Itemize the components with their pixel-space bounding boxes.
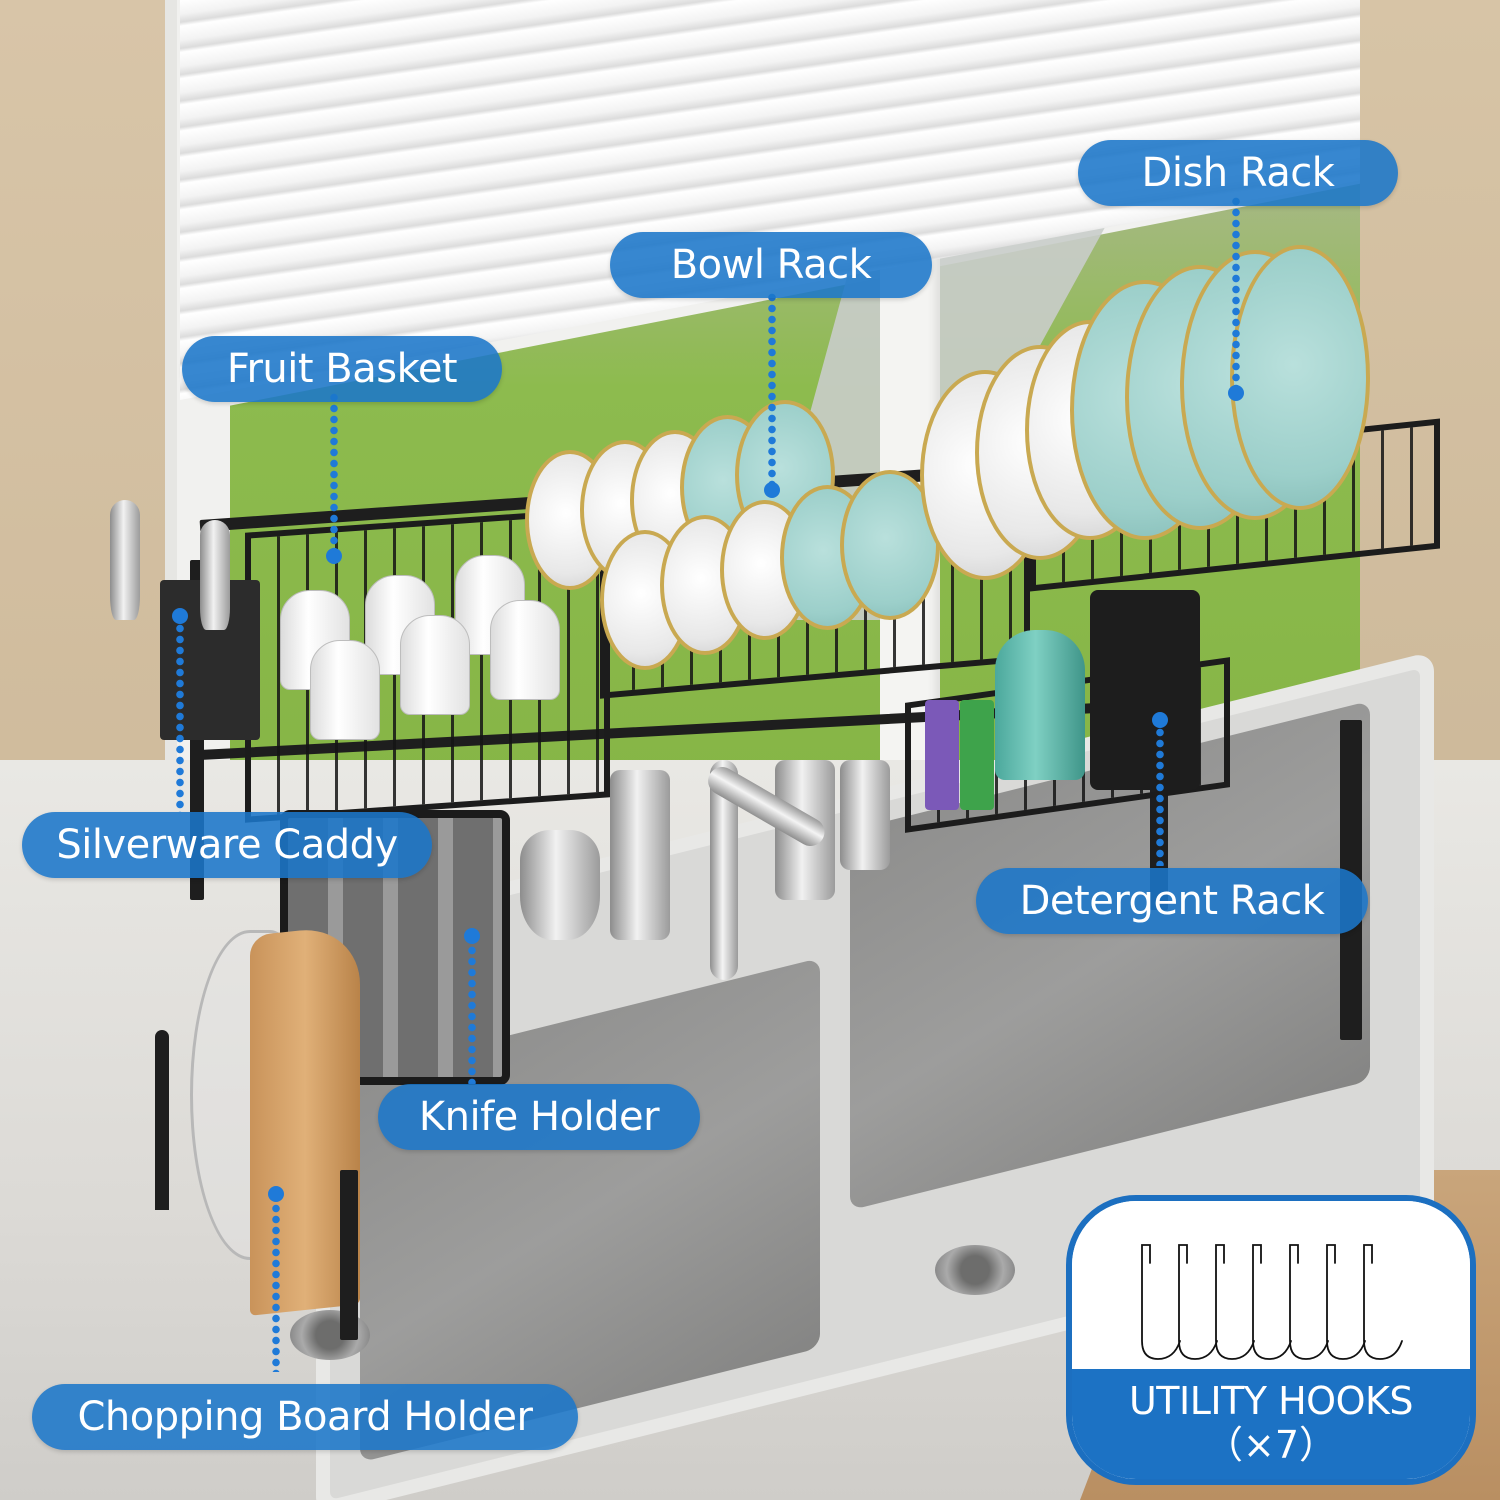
plate (1230, 245, 1370, 510)
knife-holder-callout: Knife Holder (378, 1084, 700, 1150)
sponge (960, 700, 994, 810)
hooks-illustration (1072, 1201, 1470, 1381)
chopping-board-holder-frame (155, 1030, 169, 1210)
soap-dispenser (995, 630, 1085, 780)
dish-rack-callout: Dish Rack (1078, 140, 1398, 206)
silverware-caddy-leader (176, 612, 184, 812)
faucet (690, 760, 840, 1000)
bowl-rack-leader-dot (764, 482, 780, 498)
spatula (610, 770, 670, 940)
silverware-caddy-callout: Silverware Caddy (22, 812, 432, 878)
s-hook-icon (1141, 1244, 1403, 1360)
fruit-basket-callout: Fruit Basket (182, 336, 502, 402)
dish-rack-leader (1232, 196, 1240, 386)
sponge (925, 700, 959, 810)
dish-rack-leader-dot (1228, 385, 1244, 401)
fruit-basket-leader-dot (326, 548, 342, 564)
chopping-board-holder-leg (340, 1170, 358, 1340)
hooks-title: UTILITY HOOKS (1128, 1379, 1414, 1423)
hooks-count: （×7） (1204, 1423, 1338, 1467)
detergent-rack-leader (1156, 716, 1164, 866)
drain-left (290, 1310, 370, 1360)
cup (400, 615, 470, 715)
detergent-rack-leader-dot (1152, 712, 1168, 728)
bowl-rack-leader (768, 292, 776, 484)
pasta-server (840, 760, 890, 870)
knife-holder-leader (468, 934, 476, 1084)
utility-hooks-badge: UTILITY HOOKS （×7） (1066, 1195, 1476, 1485)
drain-right (935, 1245, 1015, 1295)
spoon (200, 520, 230, 630)
chopping-board-holder-leader (272, 1192, 280, 1372)
ladle (520, 830, 600, 940)
chopping-board-holder-callout: Chopping Board Holder (32, 1384, 578, 1450)
hooks-label-area: UTILITY HOOKS （×7） (1072, 1369, 1470, 1479)
knife-holder-leader-dot (464, 928, 480, 944)
bowl-rack-callout: Bowl Rack (610, 232, 932, 298)
silverware-caddy-leader-dot (172, 608, 188, 624)
detergent-rack-callout: Detergent Rack (976, 868, 1368, 934)
soap-bottle (1090, 590, 1200, 790)
spoon (110, 500, 140, 620)
cup (490, 600, 560, 700)
fruit-basket-leader (330, 392, 338, 552)
cup (310, 640, 380, 740)
chopping-board-holder-leader-dot (268, 1186, 284, 1202)
